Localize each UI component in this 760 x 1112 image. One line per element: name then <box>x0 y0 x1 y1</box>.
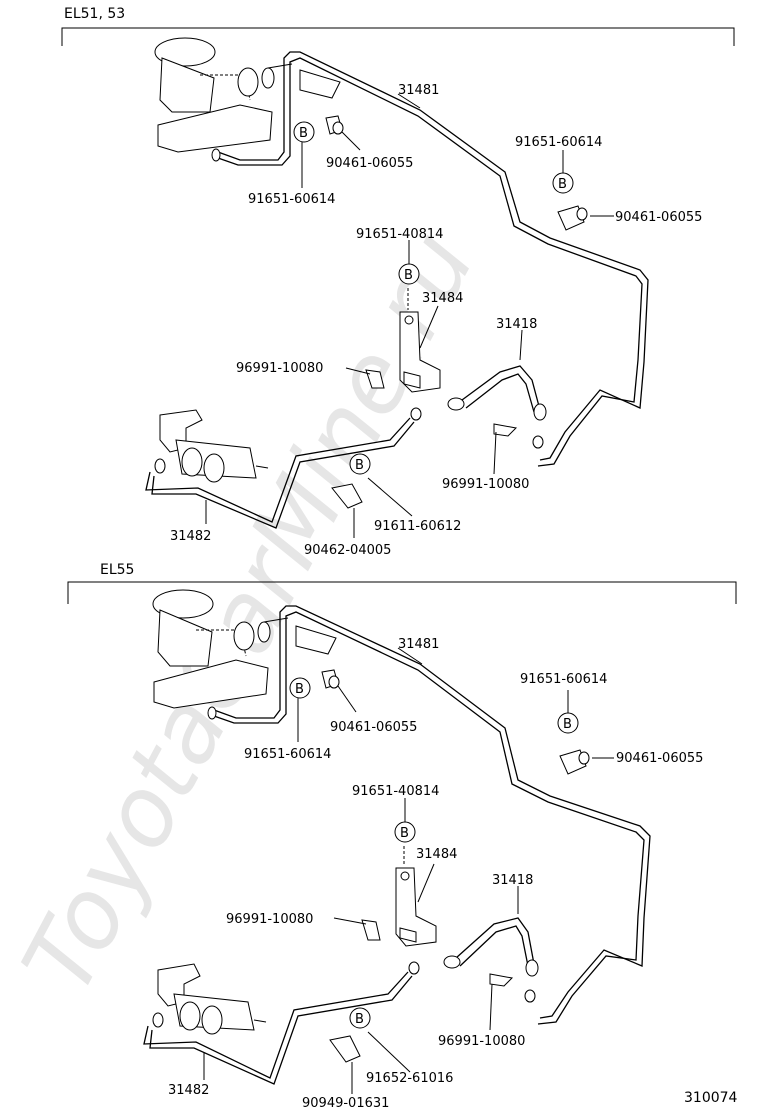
leader-lines <box>203 647 614 1094</box>
clutch-release-cylinder <box>152 963 267 1035</box>
label-clip-left: 90461-06055 <box>330 720 417 735</box>
clutch-release-cylinder <box>154 409 269 483</box>
clutch-pipe-front <box>207 605 651 1025</box>
section-el55: EL55 <box>67 562 737 1111</box>
b-symbol-lower <box>349 453 371 475</box>
b-symbol-bracket-text: B <box>400 826 409 841</box>
watermark: ToyotaCarMine.ru <box>1 214 496 1011</box>
flexible-hose <box>447 365 547 421</box>
label-clip-hose: 96991-10080 <box>442 477 529 492</box>
section-el51-53: EL51, 53 <box>61 6 735 558</box>
pipe-clip-left <box>325 115 344 135</box>
b-symbol-lower-text: B <box>355 458 364 473</box>
clutch-pipe-front <box>211 51 649 467</box>
label-clip-lower: 90462-04005 <box>304 543 391 558</box>
section-header: EL51, 53 <box>64 6 125 22</box>
label-31482: 31482 <box>170 529 211 544</box>
section-header: EL55 <box>100 562 134 578</box>
b-symbol-bracket-text: B <box>404 268 413 283</box>
label-bracket-bolt: 91651-40814 <box>356 227 443 242</box>
pipe-clip-left <box>321 669 340 689</box>
label-clip-right: 90461-06055 <box>616 751 703 766</box>
hose-clip-bracket <box>361 919 381 941</box>
pipe-clip-lower <box>329 1035 361 1063</box>
figure-number: 310074 <box>684 1090 738 1106</box>
label-clip-hose: 96991-10080 <box>438 1034 525 1049</box>
section-bracket-line <box>61 27 735 46</box>
b-symbol-left-text: B <box>295 682 304 697</box>
clutch-master-cylinder <box>152 589 337 709</box>
clutch-pipe-rear <box>143 961 420 1085</box>
label-clamp-lower: 91652-61016 <box>366 1071 453 1086</box>
label-31481: 31481 <box>398 83 439 98</box>
label-bracket-bolt: 91651-40814 <box>352 784 439 799</box>
b-symbol-right-text: B <box>558 177 567 192</box>
label-31484: 31484 <box>416 847 457 862</box>
label-clip-lower: 90949-01631 <box>302 1096 389 1111</box>
label-clamp-right: 91651-60614 <box>520 672 607 687</box>
hose-clip-lower <box>493 423 544 449</box>
hose-bracket <box>395 846 437 947</box>
label-clamp-lower: 91611-60612 <box>374 519 461 534</box>
b-symbol-lower-text: B <box>355 1012 364 1027</box>
pipe-clip-lower <box>331 483 363 509</box>
hose-clip-bracket <box>365 369 385 389</box>
label-31482: 31482 <box>168 1083 209 1098</box>
label-31484: 31484 <box>422 291 463 306</box>
label-31418: 31418 <box>492 873 533 888</box>
b-symbol-left-text: B <box>299 126 308 141</box>
hose-bracket <box>399 288 441 393</box>
label-clip-bracket: 96991-10080 <box>226 912 313 927</box>
clutch-master-cylinder <box>154 37 341 153</box>
label-clip-right: 90461-06055 <box>615 210 702 225</box>
pipe-clip-right <box>559 749 590 775</box>
label-clip-left: 90461-06055 <box>326 156 413 171</box>
b-symbol-lower <box>349 1007 371 1029</box>
hose-clip-lower <box>489 973 536 1003</box>
label-31481: 31481 <box>398 637 439 652</box>
flexible-hose <box>443 917 539 977</box>
label-clamp-left: 91651-60614 <box>248 192 335 207</box>
b-symbol-left <box>289 677 311 699</box>
leader-lines <box>205 93 614 538</box>
clutch-pipe-rear <box>145 407 422 529</box>
label-clamp-right: 91651-60614 <box>515 135 602 150</box>
b-symbol-right-text: B <box>563 717 572 732</box>
section-bracket-line <box>67 581 737 604</box>
label-clip-bracket: 96991-10080 <box>236 361 323 376</box>
b-symbol-left <box>293 121 315 143</box>
pipe-clip-right <box>557 205 588 231</box>
label-clamp-left: 91651-60614 <box>244 747 331 762</box>
label-31418: 31418 <box>496 317 537 332</box>
